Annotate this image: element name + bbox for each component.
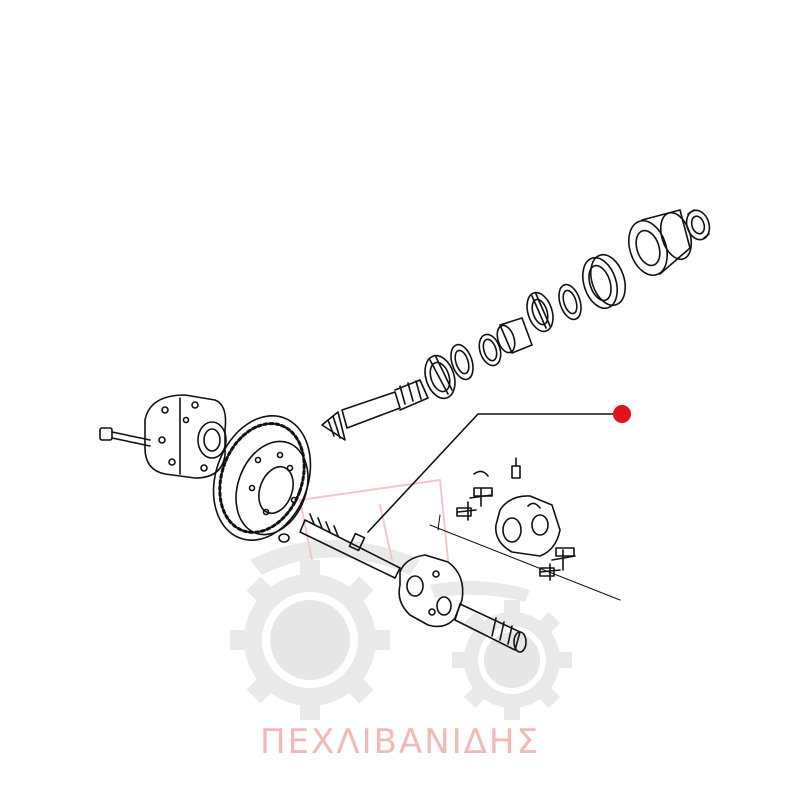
bearing (526, 291, 554, 333)
spacer (558, 283, 582, 321)
red-dot-marker-icon (613, 405, 631, 423)
spacer (478, 333, 502, 367)
cross-spider (539, 547, 576, 581)
bearing-cup (581, 253, 627, 310)
watermark-brand-name: ΠΕΧΛΙΒΑΝΙΔΗΣ (260, 722, 540, 762)
cross-spider (456, 487, 493, 521)
crown-wheel (212, 415, 312, 543)
bolt (99, 427, 151, 447)
spacer (496, 317, 533, 354)
bearing-housing (628, 209, 693, 277)
lock-nut (685, 209, 711, 241)
bearing (424, 354, 456, 400)
differential-housing (144, 394, 227, 479)
universal-joint (429, 495, 621, 601)
universal-joint (398, 554, 464, 628)
circlip (473, 470, 541, 509)
pinion-shaft (321, 379, 429, 441)
spacer (450, 343, 474, 381)
grease-nipple (511, 457, 521, 479)
callout-leader-line (367, 413, 615, 533)
axle-shaft (299, 513, 527, 653)
